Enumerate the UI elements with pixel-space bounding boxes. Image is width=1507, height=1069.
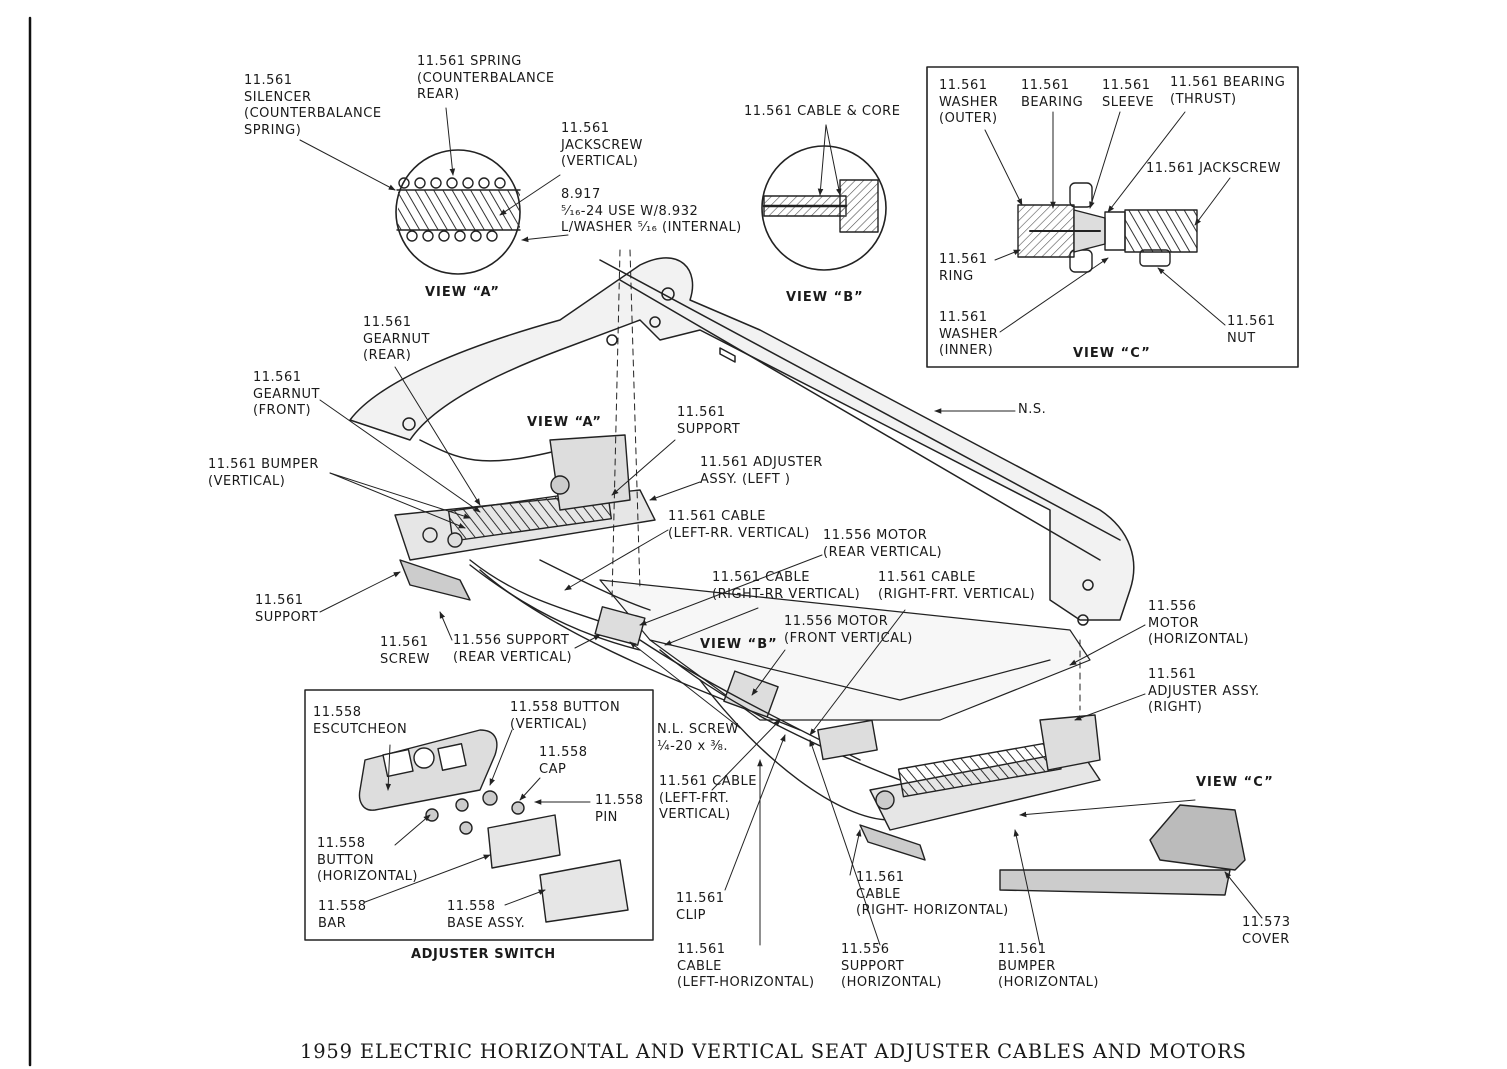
label-bumper-horizontal: 11.561 BUMPER (HORIZONTAL) — [998, 942, 1099, 990]
label-cable-core: 11.561 CABLE & CORE — [744, 104, 901, 119]
view-a-detail — [395, 149, 521, 275]
label-adjuster-right: 11.561 ADJUSTER ASSY. (RIGHT) — [1148, 667, 1260, 715]
label-cover: 11.573 COVER — [1242, 915, 1291, 947]
label-support-top: 11.561 SUPPORT — [677, 405, 741, 437]
label-bearing-thrust: 11.561 BEARING (THRUST) — [1170, 75, 1286, 107]
view-b-top-label: VIEW “B” — [786, 290, 864, 305]
label-bar: 11.558 BAR — [318, 899, 367, 931]
label-support-rear-vertical: 11.556 SUPPORT (REAR VERTICAL) — [453, 633, 573, 665]
right-adjuster-assembly — [859, 714, 1101, 861]
floor-plate — [599, 579, 1091, 721]
label-screw-8917: 8.917 ⁵⁄₁₆-24 USE W/8.932 L/WASHER ⁵⁄₁₆ … — [561, 187, 742, 235]
label-ring: 11.561 RING — [939, 252, 988, 284]
label-support-left: 11.561 SUPPORT — [255, 593, 319, 625]
label-motor-horizontal: 11.556 MOTOR (HORIZONTAL) — [1148, 599, 1249, 647]
label-clip: 11.561 CLIP — [676, 891, 725, 923]
figure-caption: 1959 ELECTRIC HORIZONTAL AND VERTICAL SE… — [300, 1040, 1247, 1063]
label-spring: 11.561 SPRING (COUNTERBALANCE REAR) — [417, 54, 555, 102]
view-b-main-label: VIEW “B” — [700, 637, 778, 652]
view-b-detail — [761, 145, 887, 271]
label-washer-outer: 11.561 WASHER (OUTER) — [939, 78, 999, 126]
label-jackscrew-c: 11.561 JACKSCREW — [1146, 161, 1281, 176]
label-screw-left: 11.561 SCREW — [380, 635, 430, 667]
seat-frame — [349, 257, 1135, 626]
label-pin: 11.558 PIN — [595, 793, 644, 825]
label-cable-left-horizontal: 11.561 CABLE (LEFT-HORIZONTAL) — [677, 942, 815, 990]
alignment-lines — [611, 249, 1081, 711]
label-cable-right-frt: 11.561 CABLE (RIGHT-FRT. VERTICAL) — [878, 570, 1036, 602]
cover-part — [999, 804, 1246, 896]
label-nut: 11.561 NUT — [1227, 314, 1276, 346]
label-motor-rear: 11.556 MOTOR (REAR VERTICAL) — [823, 528, 943, 560]
view-c-top-label: VIEW “C” — [1073, 346, 1151, 361]
adjuster-switch-title: ADJUSTER SWITCH — [411, 947, 556, 962]
label-jackscrew-vertical: 11.561 JACKSCREW (VERTICAL) — [561, 121, 643, 169]
label-cable-right-horizontal: 11.561 CABLE (RIGHT- HORIZONTAL) — [856, 870, 1009, 918]
label-cable-left-frt: 11.561 CABLE (LEFT-FRT. VERTICAL) — [659, 774, 757, 822]
label-silencer: 11.561 SILENCER (COUNTERBALANCE SPRING) — [244, 73, 382, 138]
leader-lines — [299, 107, 1263, 946]
label-bearing: 11.561 BEARING — [1021, 78, 1084, 110]
label-nl-screw: N.L. SCREW ¼-20 x ⅜. — [657, 722, 739, 754]
label-cable-right-rr: 11.561 CABLE (RIGHT-RR VERTICAL) — [712, 570, 861, 602]
label-washer-inner: 11.561 WASHER (INNER) — [939, 310, 999, 358]
left-adjuster-assembly — [394, 434, 656, 601]
label-adjuster-left: 11.561 ADJUSTER ASSY. (LEFT ) — [700, 455, 823, 487]
label-base-assy: 11.558 BASE ASSY. — [447, 899, 526, 931]
label-ns: N.S. — [1018, 402, 1047, 417]
label-cap: 11.558 CAP — [539, 745, 588, 777]
label-cable-left-rr: 11.561 CABLE (LEFT-RR. VERTICAL) — [668, 509, 810, 541]
view-c-inset — [926, 66, 1299, 368]
motors-and-cables — [469, 559, 901, 821]
label-sleeve: 11.561 SLEEVE — [1102, 78, 1155, 110]
label-gearnut-front: 11.561 GEARNUT (FRONT) — [253, 370, 320, 418]
adjuster-switch-box — [304, 689, 654, 941]
view-c-main-label: VIEW “C” — [1196, 775, 1274, 790]
view-a-main-label: VIEW “A” — [527, 415, 602, 430]
label-button-vertical: 11.558 BUTTON (VERTICAL) — [510, 700, 621, 732]
label-escutcheon: 11.558 ESCUTCHEON — [313, 705, 408, 737]
label-gearnut-rear: 11.561 GEARNUT (REAR) — [363, 315, 430, 363]
label-bumper-vertical: 11.561 BUMPER (VERTICAL) — [208, 457, 319, 489]
label-support-horizontal: 11.556 SUPPORT (HORIZONTAL) — [841, 942, 942, 990]
label-button-horizontal: 11.558 BUTTON (HORIZONTAL) — [317, 836, 418, 884]
label-motor-front: 11.556 MOTOR (FRONT VERTICAL) — [784, 614, 913, 646]
view-a-top-label: VIEW “A” — [425, 285, 500, 300]
